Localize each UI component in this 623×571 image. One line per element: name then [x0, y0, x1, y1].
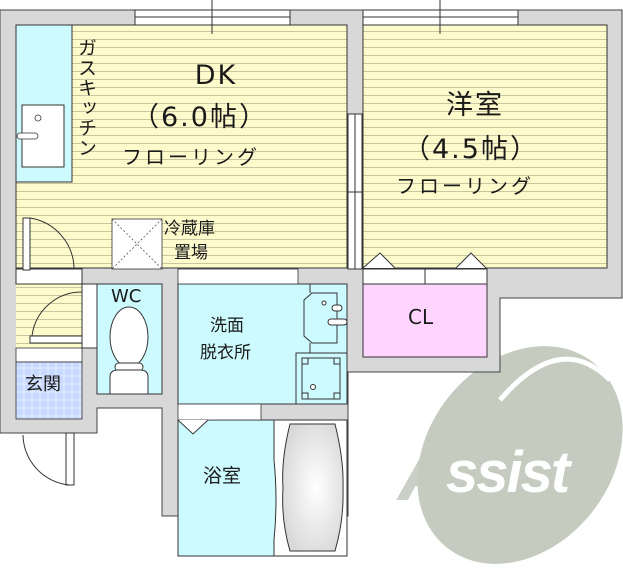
svg-text:A: A: [396, 428, 456, 517]
toilet-fixture: [109, 306, 149, 395]
closet-doors[interactable]: [362, 252, 488, 285]
western-room-size: （4.5帖）: [403, 134, 539, 165]
entrance-floor: [15, 361, 83, 420]
opening-dk-washroom: [177, 268, 299, 285]
western-room-floor: [362, 24, 608, 269]
hall-threshold: [15, 347, 83, 363]
bathtub-fixture: [273, 419, 348, 557]
dk-room-size: （6.0帖）: [132, 102, 268, 133]
kitchen-counter: [15, 24, 73, 183]
entrance-label: 玄関: [25, 374, 61, 395]
kitchen-label: ガスキッチン: [75, 38, 97, 158]
dk-room-name: DK: [194, 60, 238, 91]
western-floor-type: フローリング: [396, 174, 534, 198]
fridge-label-line1: 冷蔵庫: [164, 219, 215, 239]
window-dk: [134, 0, 291, 34]
opening-washroom-bath: [177, 403, 262, 421]
window-western: [362, 0, 519, 34]
fridge-space: [111, 218, 163, 270]
bath-label: 浴室: [203, 465, 242, 487]
fridge-label-line2: 置場: [174, 243, 208, 263]
western-room-name: 洋室: [446, 90, 504, 121]
washbasin-fixture: [303, 284, 348, 353]
assist-watermark: [417, 346, 623, 564]
door-wc[interactable]: [29, 283, 98, 349]
entrance-door[interactable]: [22, 432, 75, 486]
washroom-label-line1: 洗面: [210, 316, 244, 336]
washing-machine-pan: [295, 352, 348, 405]
dk-floor-type: フローリング: [122, 145, 260, 169]
door-dk-hall[interactable]: [15, 217, 83, 285]
washroom-label-line2: 脱衣所: [200, 343, 251, 363]
closet-label: CL: [408, 305, 434, 329]
wc-label: WC: [111, 286, 142, 307]
sliding-door-dk-western[interactable]: [347, 113, 363, 270]
closet-floor: [362, 283, 488, 358]
svg-text:ssist: ssist: [446, 440, 573, 505]
assist-logo-text: A ssist: [396, 428, 575, 517]
bath-door-mark: [177, 419, 209, 435]
